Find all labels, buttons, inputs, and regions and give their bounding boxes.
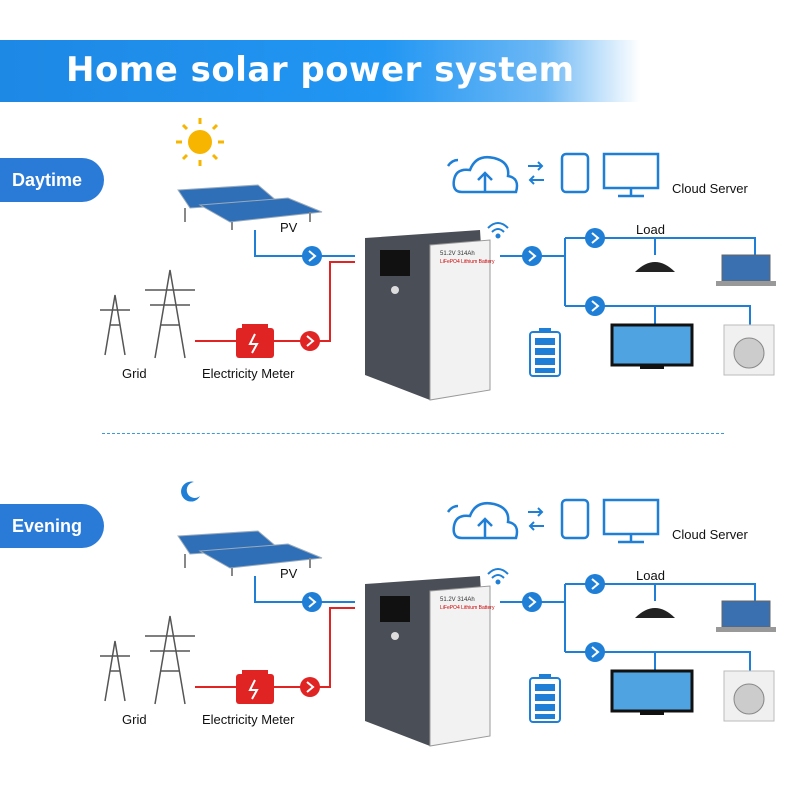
label-cloud-server: Cloud Server	[672, 181, 748, 196]
sync-arrows-icon	[528, 161, 544, 185]
label-pv: PV	[280, 566, 298, 581]
solar-panel-icon	[177, 184, 323, 230]
title-banner	[0, 40, 640, 102]
mode-tag-daytime: Daytime	[0, 158, 104, 202]
laptop-icon	[721, 600, 771, 628]
wifi-icon	[487, 568, 509, 585]
section-divider	[102, 433, 724, 434]
electricity-meter-icon	[236, 670, 274, 704]
grid-pylon-icon	[100, 269, 195, 359]
monitor-icon	[602, 152, 660, 198]
lamp-icon	[635, 262, 675, 272]
battery-chem-text: LiFePO4 Lithium Battery	[440, 605, 495, 611]
page-title: Home solar power system	[66, 50, 575, 90]
grid-flow-arrow-icon	[300, 331, 320, 351]
sun-icon	[176, 118, 224, 166]
output-flow-arrow-icon	[522, 246, 542, 266]
phone-icon	[560, 498, 590, 540]
pv-flow-arrow-icon	[302, 246, 322, 266]
solar-panel-icon	[177, 530, 323, 576]
grid-pylon-icon	[100, 615, 195, 705]
label-grid: Grid	[122, 366, 147, 381]
battery-spec-text: 51.2V 314Ah	[440, 597, 475, 603]
moon-icon	[181, 481, 200, 502]
electricity-meter-icon	[236, 324, 274, 358]
monitor-icon	[602, 498, 660, 544]
label-grid: Grid	[122, 712, 147, 727]
label-meter: Electricity Meter	[202, 712, 295, 727]
grid-flow-arrow-icon	[300, 677, 320, 697]
label-meter: Electricity Meter	[202, 366, 295, 381]
battery-cabinet	[365, 576, 491, 747]
phone-icon	[560, 152, 590, 194]
label-pv: PV	[280, 220, 298, 235]
tv-icon	[610, 323, 694, 367]
wifi-icon	[487, 222, 509, 239]
output-flow-arrow-icon	[522, 592, 542, 612]
cloud-upload-icon	[446, 502, 519, 540]
lamp-icon	[635, 608, 675, 618]
battery-icon	[529, 674, 561, 723]
battery-chem-text: LiFePO4 Lithium Battery	[440, 259, 495, 265]
cloud-upload-icon	[446, 156, 519, 194]
battery-icon	[529, 328, 561, 377]
label-cloud-server: Cloud Server	[672, 527, 748, 542]
label-load: Load	[636, 568, 665, 583]
laptop-icon	[721, 254, 771, 282]
label-load: Load	[636, 222, 665, 237]
sync-arrows-icon	[528, 507, 544, 531]
daytime-diagram: 51.2V 314Ah LiFePO4 Lithium Battery	[100, 118, 776, 401]
battery-cabinet	[365, 230, 491, 401]
tv-icon	[610, 669, 694, 713]
pv-flow-arrow-icon	[302, 592, 322, 612]
mode-tag-evening: Evening	[0, 504, 104, 548]
evening-diagram: 51.2V 314Ah LiFePO4 Lithium Battery	[100, 481, 776, 747]
battery-spec-text: 51.2V 314Ah	[440, 251, 475, 257]
